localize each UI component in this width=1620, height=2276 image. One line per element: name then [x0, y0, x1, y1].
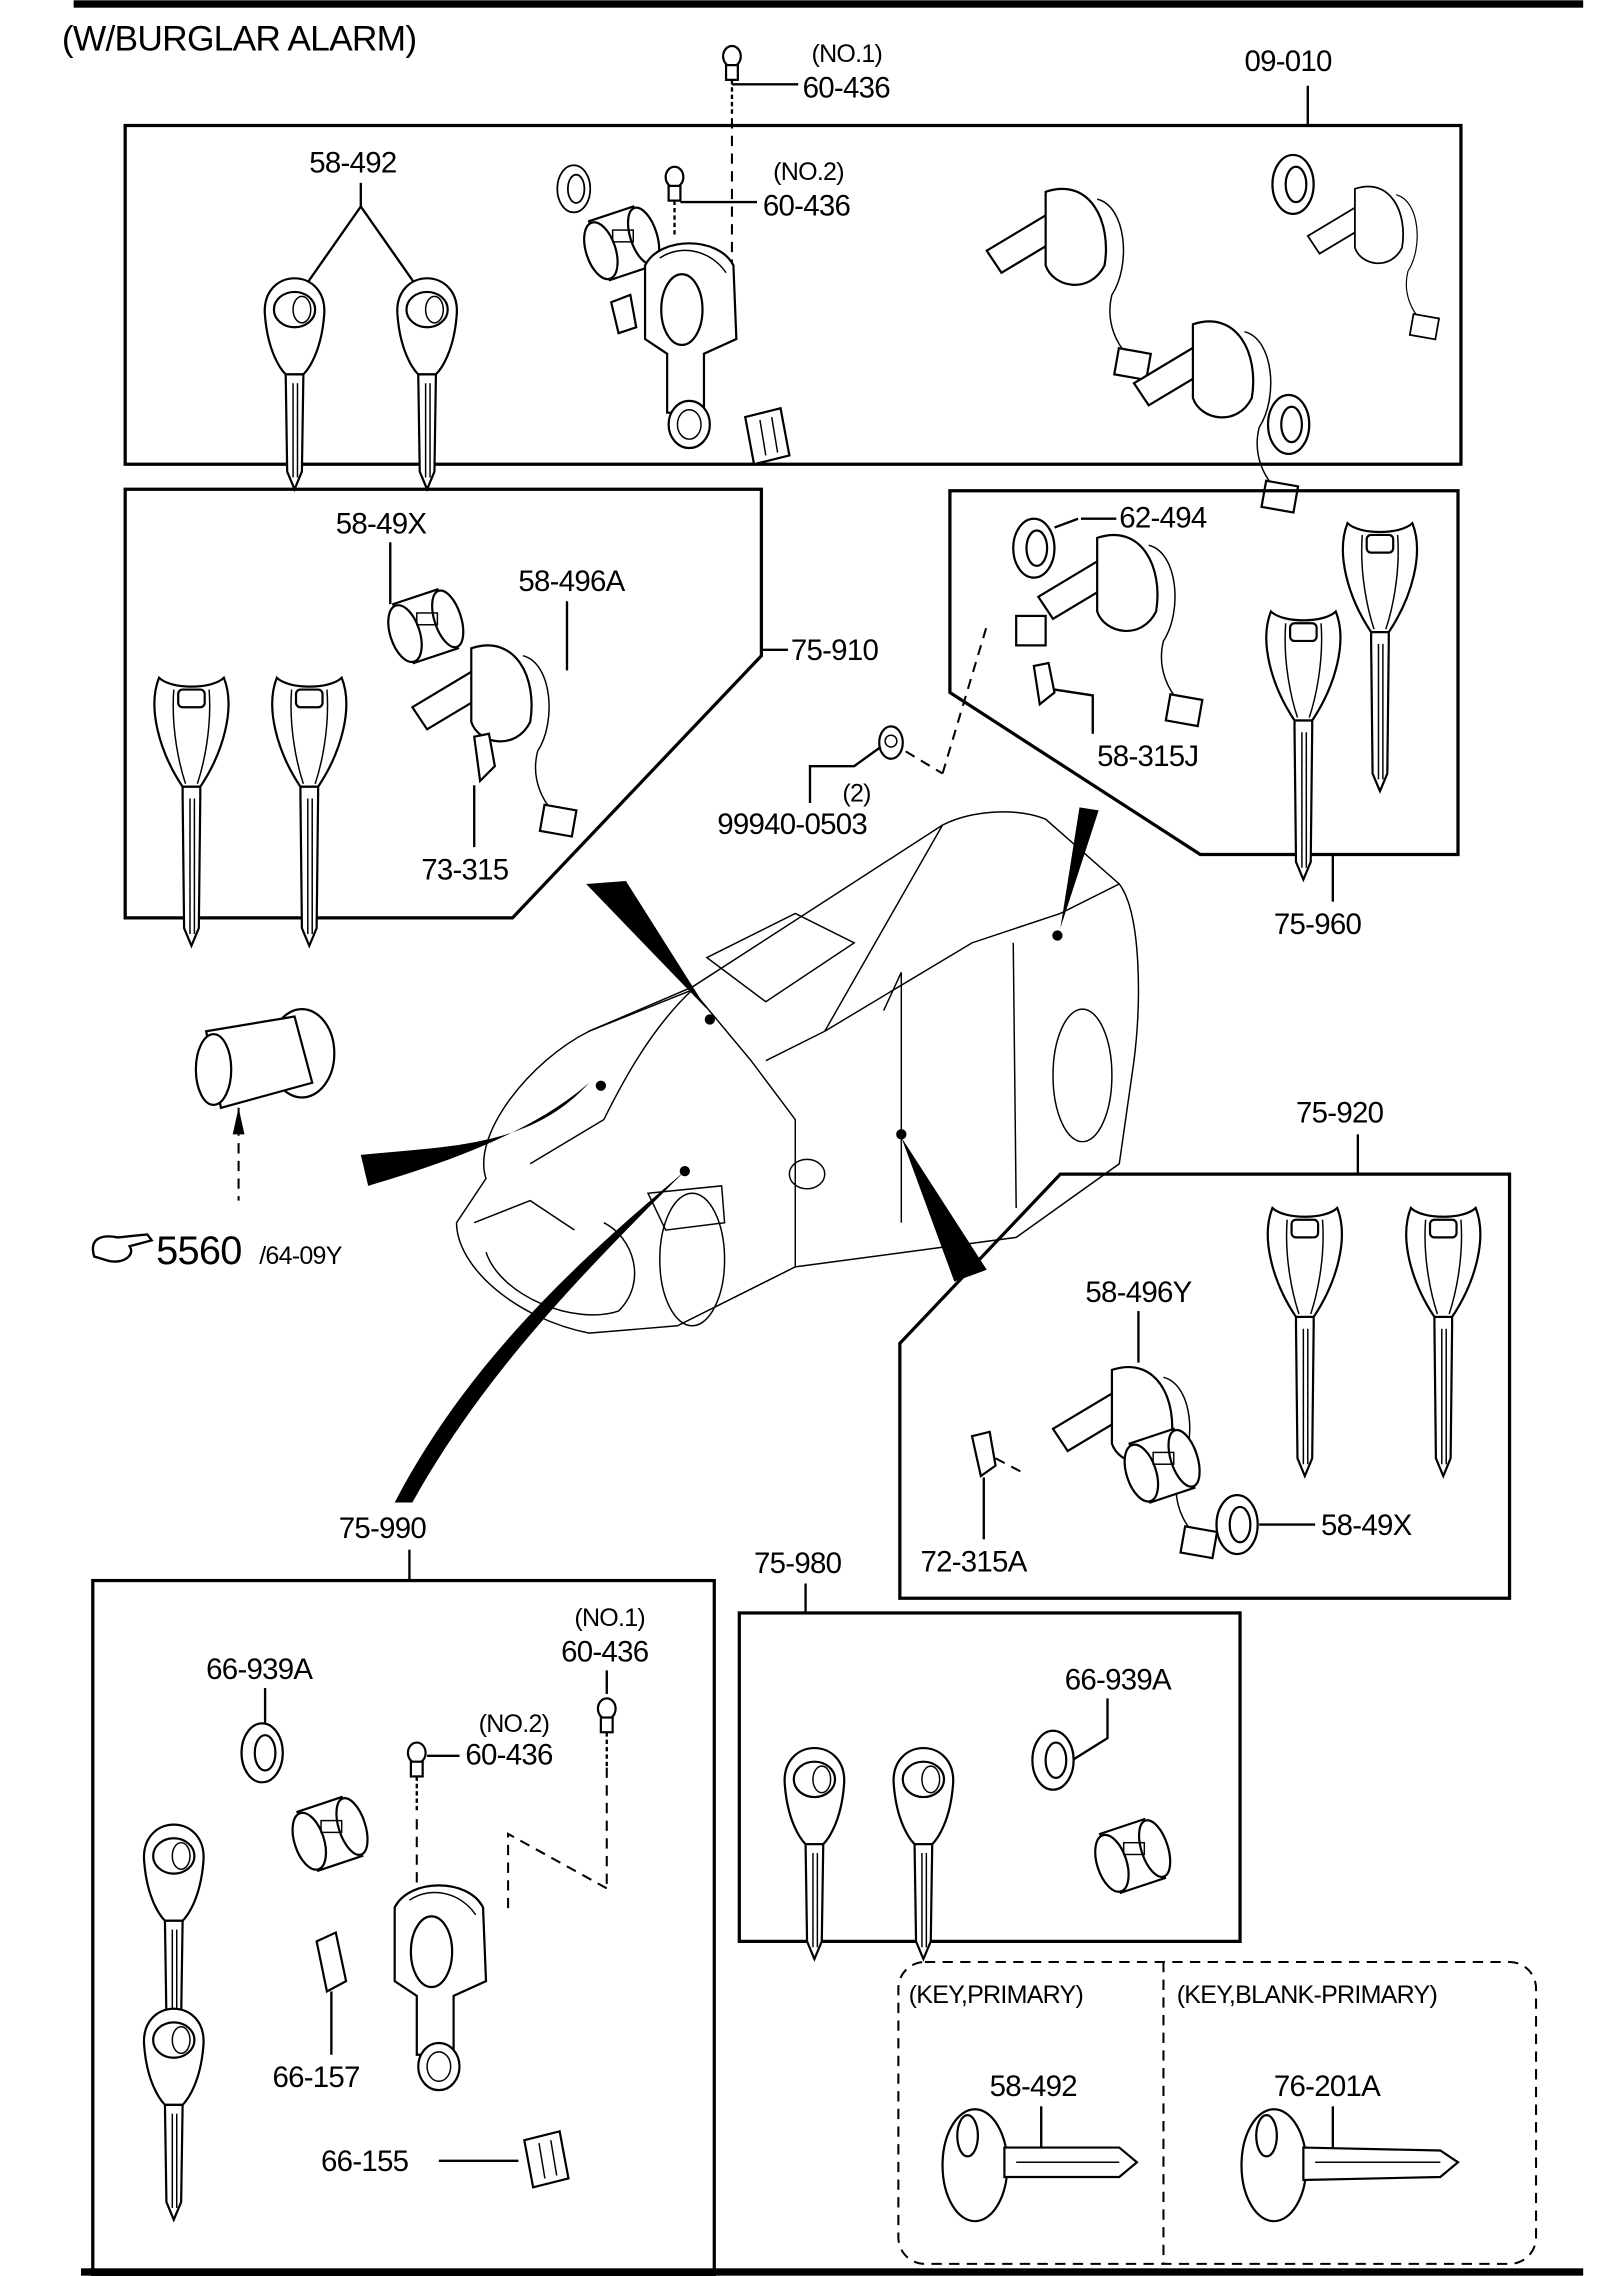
part-60-436-no2[interactable]: 60-436 [763, 189, 851, 222]
reference-page[interactable]: 5560 [156, 1229, 242, 1273]
key-icon [153, 676, 230, 947]
washer-icon [1266, 393, 1311, 456]
cap-icon [556, 164, 592, 214]
pin-icon [609, 293, 638, 335]
switch-icon [472, 732, 497, 784]
key-icon [271, 676, 348, 947]
key-icon [783, 1746, 846, 1961]
assembly-box [123, 123, 1463, 466]
connector-icon [1015, 614, 1047, 647]
vehicle-illustration [360, 807, 1140, 1503]
callout-75-920[interactable]: 75-920 [1296, 1097, 1384, 1130]
part-60-436-no1[interactable]: 60-436 [561, 1636, 649, 1669]
part-58-496a[interactable]: 58-496A [518, 565, 626, 598]
part-58-49x[interactable]: 58-49X [1321, 1509, 1413, 1542]
steering-lock-icon [393, 1884, 488, 2092]
cap-icon [240, 1722, 284, 1784]
callout-75-980[interactable]: 75-980 [754, 1547, 842, 1580]
nut-99940-0503: (2) 99940-0503 [717, 625, 988, 841]
key-icon [1405, 1206, 1482, 1478]
connector-icon [744, 407, 791, 466]
cap-icon [1031, 1729, 1075, 1791]
part-58-49x[interactable]: 58-49X [336, 507, 428, 540]
bolt-no1-icon [721, 44, 742, 117]
key-icon [1341, 522, 1419, 793]
key-icon [142, 1823, 205, 2037]
callout-75-990[interactable]: 75-990 [339, 1512, 427, 1545]
part-58-492[interactable]: 58-492 [309, 147, 397, 180]
page-title: (W/BURGLAR ALARM) [62, 19, 417, 58]
top-rule [73, 0, 1584, 8]
callout-75-910[interactable]: 75-910 [791, 634, 879, 667]
key-icon [1266, 1206, 1343, 1478]
bolt-no1-qualifier: (NO.1) [811, 40, 882, 68]
pointer-75-960 [1060, 807, 1099, 929]
key-icon [892, 1746, 955, 1961]
bolt-no1-icon [596, 1697, 617, 1769]
bolt-no2-qualifier: (NO.2) [479, 1710, 550, 1738]
part-58-492[interactable]: 58-492 [990, 2070, 1078, 2103]
set-75-960: 75-960 62-494 58-315J [948, 489, 1460, 941]
pointer-75-910 [586, 881, 707, 1010]
part-60-436-no2[interactable]: 60-436 [465, 1739, 553, 1772]
part-66-939a[interactable]: 66-939A [1065, 1664, 1173, 1697]
washer-icon [1271, 153, 1315, 215]
lock-body-icon [411, 644, 578, 838]
door-switch-icon [1306, 185, 1440, 341]
callout-09-010[interactable]: 09-010 [1244, 45, 1332, 78]
part-66-939a[interactable]: 66-939A [206, 1653, 314, 1686]
nut-icon [878, 725, 904, 760]
part-73-315[interactable]: 73-315 [421, 854, 509, 887]
pointing-hand-icon [91, 1233, 154, 1263]
cylinder-cap-icon [1215, 1494, 1259, 1556]
part-58-496y[interactable]: 58-496Y [1085, 1276, 1192, 1309]
bottom-rule [81, 2268, 1584, 2276]
primary-key-icon [941, 2108, 1139, 2223]
part-58-315j[interactable]: 58-315J [1097, 740, 1199, 773]
nut-quantity: (2) [842, 779, 870, 807]
door-cylinder-reference: 5560 /64-09Y [91, 1008, 343, 1273]
key-blank-heading: (KEY,BLANK-PRIMARY) [1177, 1981, 1437, 2009]
cylinder-icon [1087, 1815, 1178, 1897]
part-66-155[interactable]: 66-155 [321, 2145, 409, 2178]
key-icon [142, 2007, 205, 2221]
pointer-75-990 [394, 1171, 685, 1503]
pointer-75-920 [901, 1137, 987, 1282]
blank-key-icon [1240, 2108, 1460, 2223]
bolt-no2-qualifier: (NO.2) [773, 158, 844, 186]
part-62-494[interactable]: 62-494 [1119, 502, 1207, 535]
steering-lock-icon [643, 242, 738, 450]
cylinder-icon [380, 585, 471, 668]
key-icon [263, 277, 326, 491]
connector-icon [523, 2130, 570, 2189]
washer-icon [1012, 517, 1056, 579]
part-72-315a[interactable]: 72-315A [920, 1546, 1028, 1579]
pointer-door-cylinder [360, 1082, 590, 1186]
key-icon [396, 277, 458, 491]
ignition-switch-icon [985, 187, 1152, 382]
lock-body-icon [1037, 533, 1204, 728]
set-75-920: 75-920 58-496Y 58-49X 72-315A [898, 1097, 1512, 1600]
part-99940-0503[interactable]: 99940-0503 [717, 808, 868, 841]
part-76-201a[interactable]: 76-201A [1274, 2070, 1382, 2103]
switch-icon [1032, 661, 1056, 707]
set-75-910: 75-910 58-49X 58-496A 73-315 [123, 487, 879, 947]
switch-icon [970, 1430, 997, 1478]
reference-subsection[interactable]: /64-09Y [259, 1242, 343, 1270]
key-icon [1265, 610, 1342, 881]
set-75-980: 75-980 66-939A [737, 1547, 1242, 1961]
callout-75-960[interactable]: 75-960 [1274, 908, 1362, 941]
set-75-990: 75-990 66-939A (NO.1) 60-436 (NO.2) 60-4… [91, 1512, 716, 2276]
part-60-436-no1[interactable]: 60-436 [803, 72, 891, 105]
assembly-09-010: 09-010 (NO.1) 60-436 (NO.2) 60-436 58-49… [123, 40, 1463, 514]
key-options: (KEY,PRIMARY) (KEY,BLANK-PRIMARY) 58-492… [897, 1960, 1538, 2265]
bolt-no1-qualifier: (NO.1) [574, 1604, 645, 1632]
key-primary-heading: (KEY,PRIMARY) [909, 1981, 1083, 2009]
cylinder-icon [285, 1793, 375, 1875]
bolt-no2-icon [406, 1741, 427, 1813]
part-66-157[interactable]: 66-157 [272, 2061, 360, 2094]
pin-icon [315, 1930, 348, 1994]
